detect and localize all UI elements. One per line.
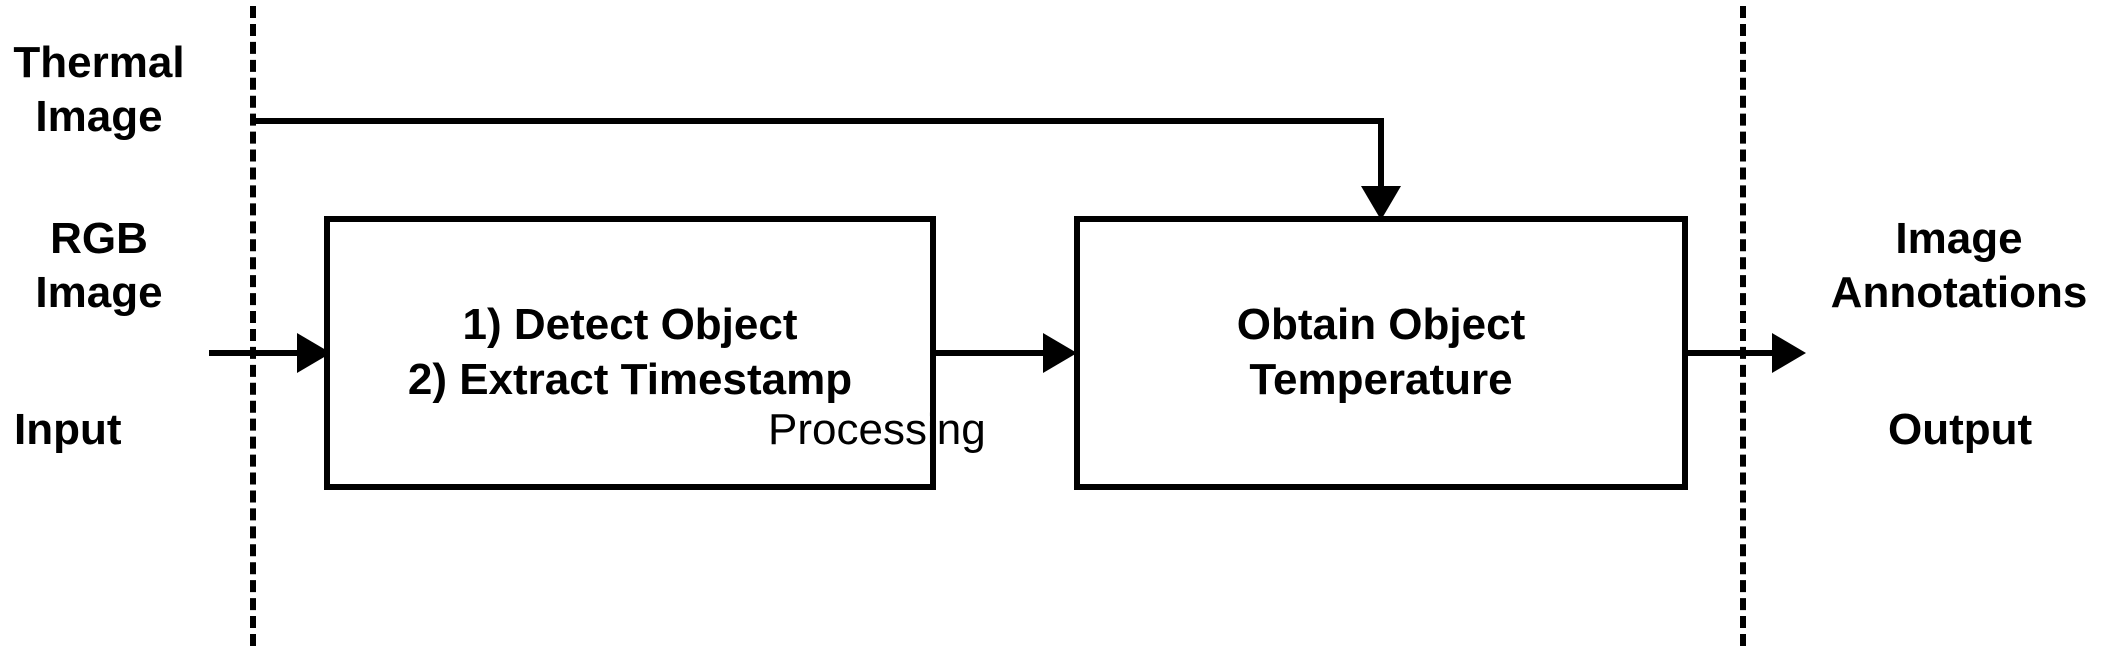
process-box-detect-object-line2: 2) Extract Timestamp — [407, 355, 853, 404]
input-label-thermal-image: Thermal Image — [0, 36, 198, 143]
thermal-connector-vertical-line — [1378, 118, 1384, 204]
stage-label-output: Output — [1888, 405, 2033, 454]
process-box-detect-object[interactable]: 1) Detect Object 2) Extract Timestamp — [324, 216, 936, 490]
stage-label-input: Input — [14, 405, 122, 454]
process-box-detect-object-line1: 1) Detect Object — [462, 300, 798, 350]
input-label-rgb-image-line2: Image — [35, 267, 163, 317]
input-label-rgb-image: RGB Image — [0, 212, 198, 319]
thermal-connector-horizontal-line — [250, 118, 1384, 124]
process-box-obtain-object-temperature[interactable]: Obtain Object Temperature — [1074, 216, 1688, 490]
detect-to-temperature-connector-line — [936, 350, 1056, 356]
temperature-to-output-connector-line — [1688, 350, 1788, 356]
input-section-divider — [250, 6, 256, 646]
stage-label-processing: Processing — [768, 405, 986, 454]
process-box-obtain-object-temperature-line1: Obtain Object — [1236, 300, 1526, 350]
output-label-image-annotations-line2: Annotations — [1830, 267, 2088, 317]
temperature-to-output-arrowhead-icon — [1772, 333, 1806, 373]
output-section-divider — [1740, 6, 1746, 646]
input-label-thermal-image-line2: Image — [35, 91, 163, 141]
detect-to-temperature-arrowhead-icon — [1043, 333, 1077, 373]
input-label-rgb-image-line1: RGB — [50, 214, 148, 263]
output-label-image-annotations-line1: Image — [1895, 214, 2023, 263]
output-label-image-annotations: Image Annotations — [1800, 212, 2118, 319]
input-label-thermal-image-line1: Thermal — [13, 38, 185, 87]
rgb-connector-line — [209, 350, 309, 356]
thermal-connector-arrowhead-icon — [1361, 186, 1401, 220]
process-box-obtain-object-temperature-line2: Temperature — [1249, 355, 1513, 404]
